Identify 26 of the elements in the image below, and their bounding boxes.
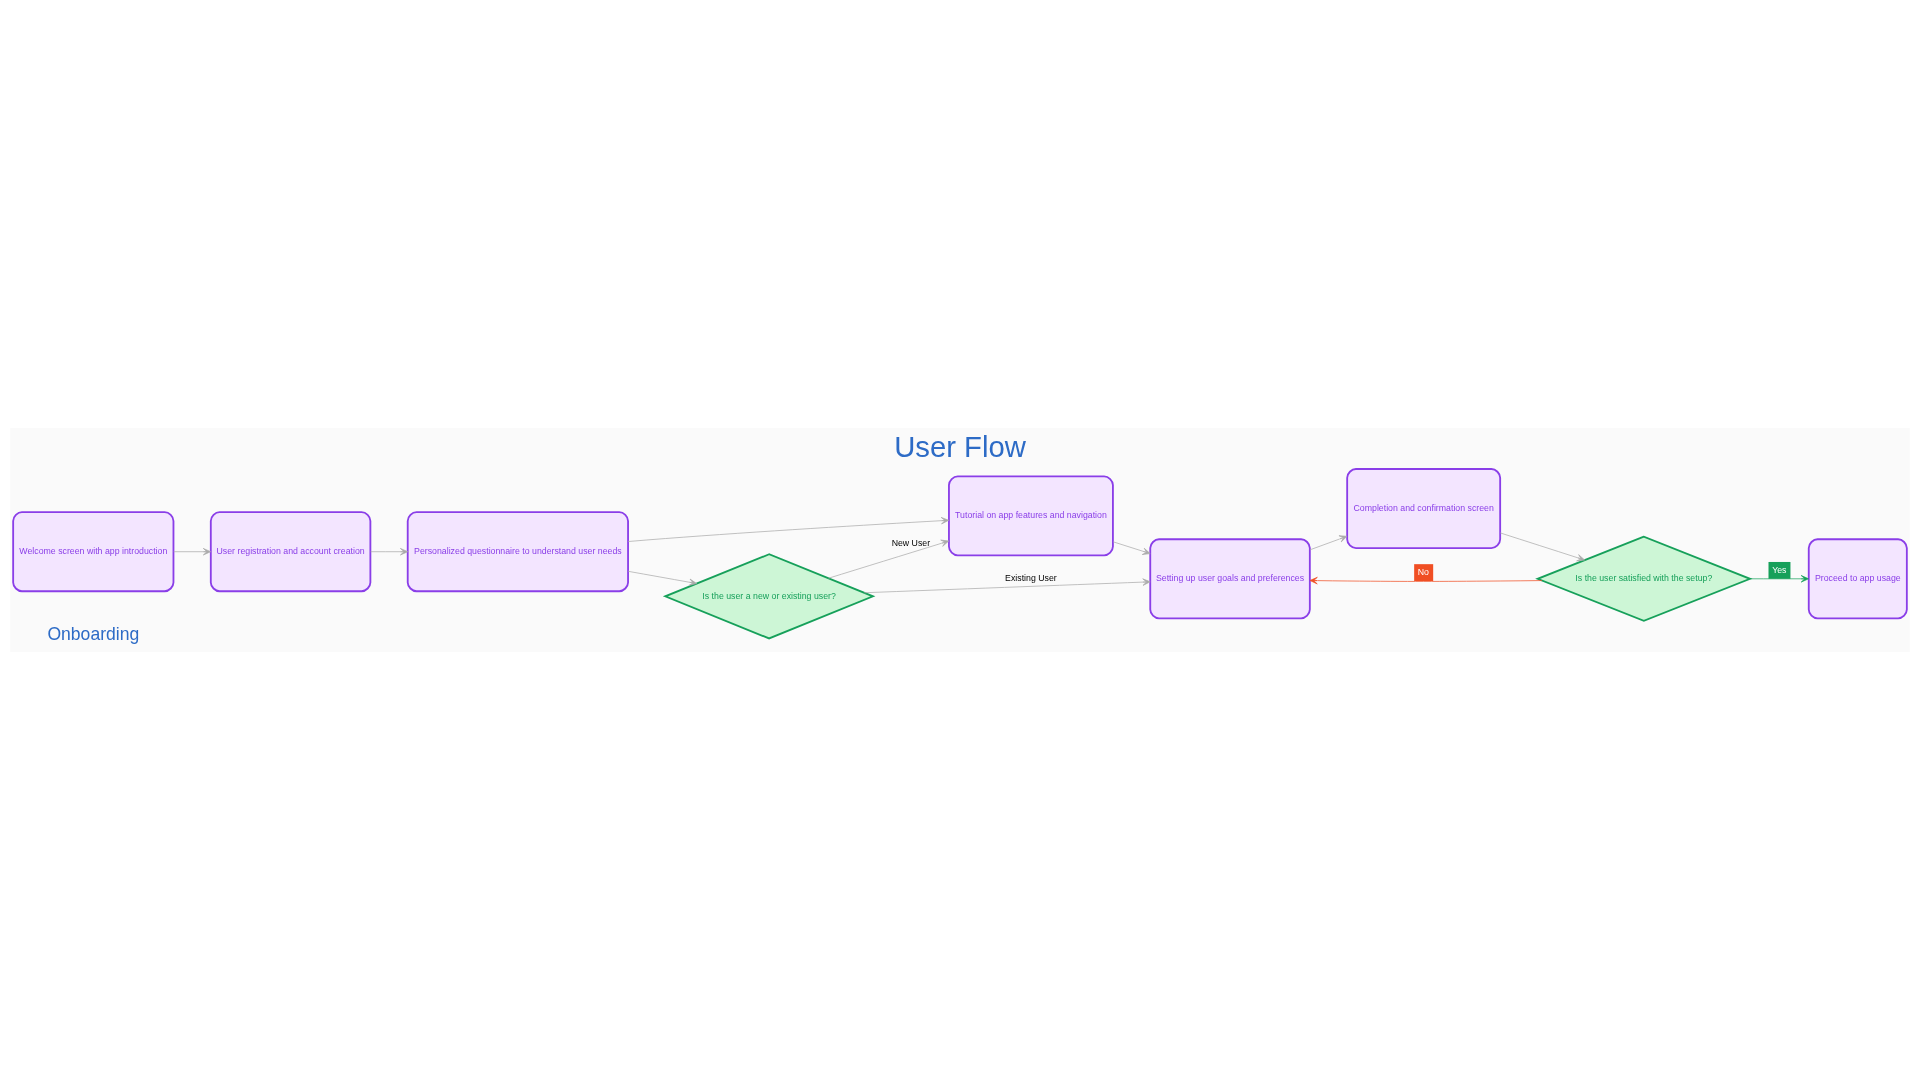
edge-label: No: [1417, 567, 1430, 578]
arrow: [370, 548, 409, 556]
node-diamond: Is the user satisfied with the setup?: [1535, 535, 1753, 622]
diagram-title: User Flow: [894, 430, 1026, 464]
node-box: Welcome screen with app introduction: [12, 511, 175, 593]
edge-label: Yes: [1772, 565, 1787, 576]
arrow: [1499, 532, 1585, 562]
node-box: Tutorial on app features and navigation: [948, 475, 1114, 557]
arrow: [1749, 575, 1809, 583]
node-box: Setting up user goals and preferences: [1149, 538, 1311, 620]
arrow: [863, 578, 1151, 594]
arrow: [1309, 576, 1543, 585]
arrow: [173, 548, 211, 556]
arrow: [1309, 535, 1348, 551]
arrow: [627, 570, 697, 586]
label: Onboarding: [47, 624, 140, 645]
edge-label: New User: [891, 538, 931, 549]
node-diamond: Is the user a new or existing user?: [662, 553, 876, 640]
arrow: [828, 539, 950, 579]
node-box: User registration and account creation: [209, 511, 372, 593]
arrow: [1112, 541, 1151, 555]
node-box: Completion and confirmation screen: [1346, 468, 1502, 549]
arrow: [627, 517, 950, 542]
node-box: Proceed to app usage: [1807, 538, 1908, 620]
edge-label: Existing User: [1005, 572, 1057, 583]
node-box: Personalized questionnaire to understand user needs: [406, 511, 629, 593]
